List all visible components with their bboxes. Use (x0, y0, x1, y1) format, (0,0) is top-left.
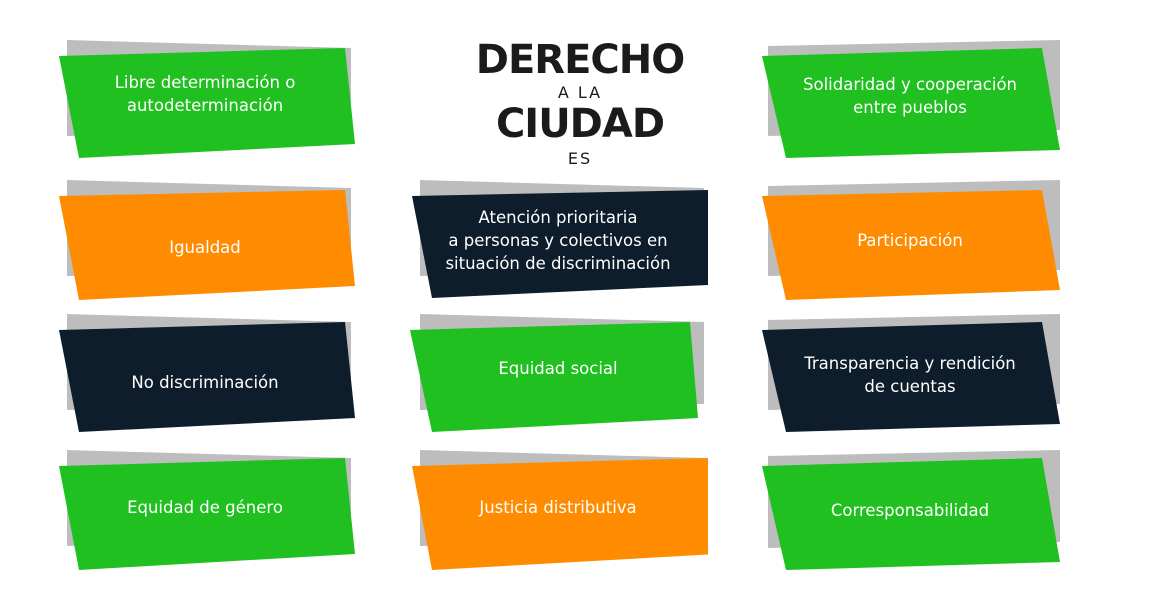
card-shape (412, 180, 708, 298)
principle-card: No discriminación (55, 314, 355, 444)
card-shape (412, 450, 708, 570)
title-line-ciudad: CIUDAD (495, 101, 665, 147)
card-shape (762, 180, 1060, 300)
title-line-derecho: DERECHO (475, 37, 686, 83)
principle-card: Participación (760, 180, 1060, 310)
principle-card: Corresponsabilidad (760, 450, 1060, 580)
title-line-es: ES (567, 149, 593, 168)
card-shape (59, 40, 355, 158)
principle-label: Atención prioritaria a personas y colect… (445, 207, 671, 273)
principle-label: Equidad de género (127, 497, 283, 517)
card-shape (410, 314, 704, 432)
principle-card: Solidaridad y cooperación entre pueblos (760, 40, 1060, 170)
title-line-a-la: A LA (557, 83, 603, 102)
card-shape (59, 314, 355, 432)
principle-label: Justicia distributiva (479, 497, 637, 517)
principle-card: Libre determinación o autodeterminación (55, 40, 355, 170)
card-shape (762, 314, 1060, 432)
principle-label: Participación (857, 230, 963, 250)
page-title: DERECHO A LA CIUDAD ES (468, 40, 692, 170)
principle-card: Transparencia y rendición de cuentas (760, 314, 1060, 444)
principle-label: Corresponsabilidad (830, 500, 990, 520)
card-shape (59, 180, 355, 300)
principle-card: Equidad social (408, 314, 708, 444)
principle-label: Transparencia y rendición de cuentas (804, 354, 1016, 396)
principle-card: Igualdad (55, 180, 355, 310)
card-shape (762, 40, 1060, 158)
principle-label: Libre determinación o autodeterminación (114, 73, 296, 115)
principle-card: Equidad de género (55, 450, 355, 580)
principle-label: Equidad social (498, 358, 618, 378)
principle-label: Solidaridad y cooperación entre pueblos (803, 75, 1017, 117)
principle-card: Justicia distributiva (408, 450, 708, 580)
card-shape (59, 450, 355, 570)
principle-card: Atención prioritaria a personas y colect… (408, 180, 708, 310)
principle-label: No discriminación (131, 372, 279, 392)
principle-label: Igualdad (169, 237, 241, 257)
card-shape (762, 450, 1060, 570)
